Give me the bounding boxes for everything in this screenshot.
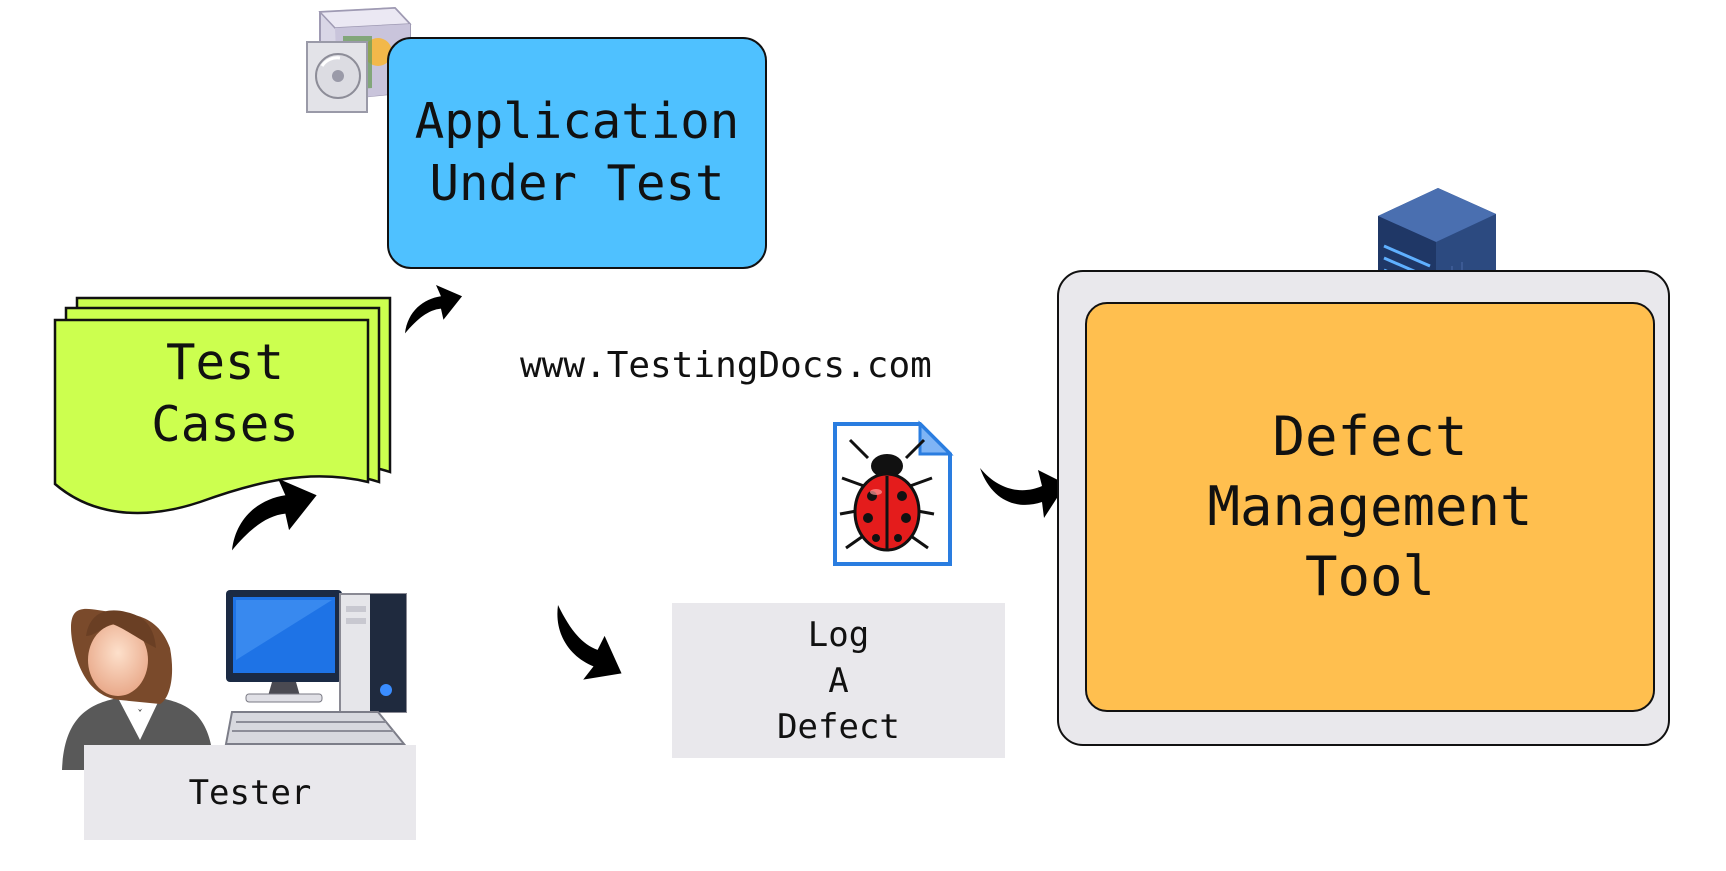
- log-defect-line1: Log: [807, 614, 870, 655]
- log-defect-line3: Defect: [777, 706, 900, 747]
- curved-arrow-icon: [980, 468, 1066, 518]
- defect-management-tool-box: Defect Management Tool: [1085, 302, 1655, 712]
- website-url: www.TestingDocs.com: [520, 345, 932, 386]
- application-under-test-box: Application Under Test: [387, 37, 767, 269]
- application-label-line2: Under Test: [429, 155, 725, 212]
- tester-label: Tester: [188, 772, 312, 813]
- curved-arrow-icon: [405, 285, 463, 334]
- defect-tool-label-line1: Defect: [1272, 405, 1468, 468]
- defect-tool-label-line3: Tool: [1304, 545, 1436, 608]
- ladybug-document-icon: [833, 420, 954, 566]
- log-defect-line2: A: [828, 660, 849, 701]
- desktop-computer-icon: [224, 590, 407, 745]
- defect-tool-label-line2: Management: [1207, 475, 1533, 538]
- curved-arrow-icon: [557, 605, 622, 680]
- log-a-defect-box: Log A Defect: [672, 603, 1005, 758]
- test-cases-label: Test Cases: [110, 332, 340, 456]
- test-cases-label-line2: Cases: [151, 396, 299, 453]
- curved-arrow-icon: [232, 478, 317, 551]
- test-cases-label-line1: Test: [165, 334, 284, 391]
- test-cases-document-stack: [53, 296, 392, 515]
- tester-label-box: Tester: [84, 745, 416, 840]
- application-label-line1: Application: [414, 93, 740, 150]
